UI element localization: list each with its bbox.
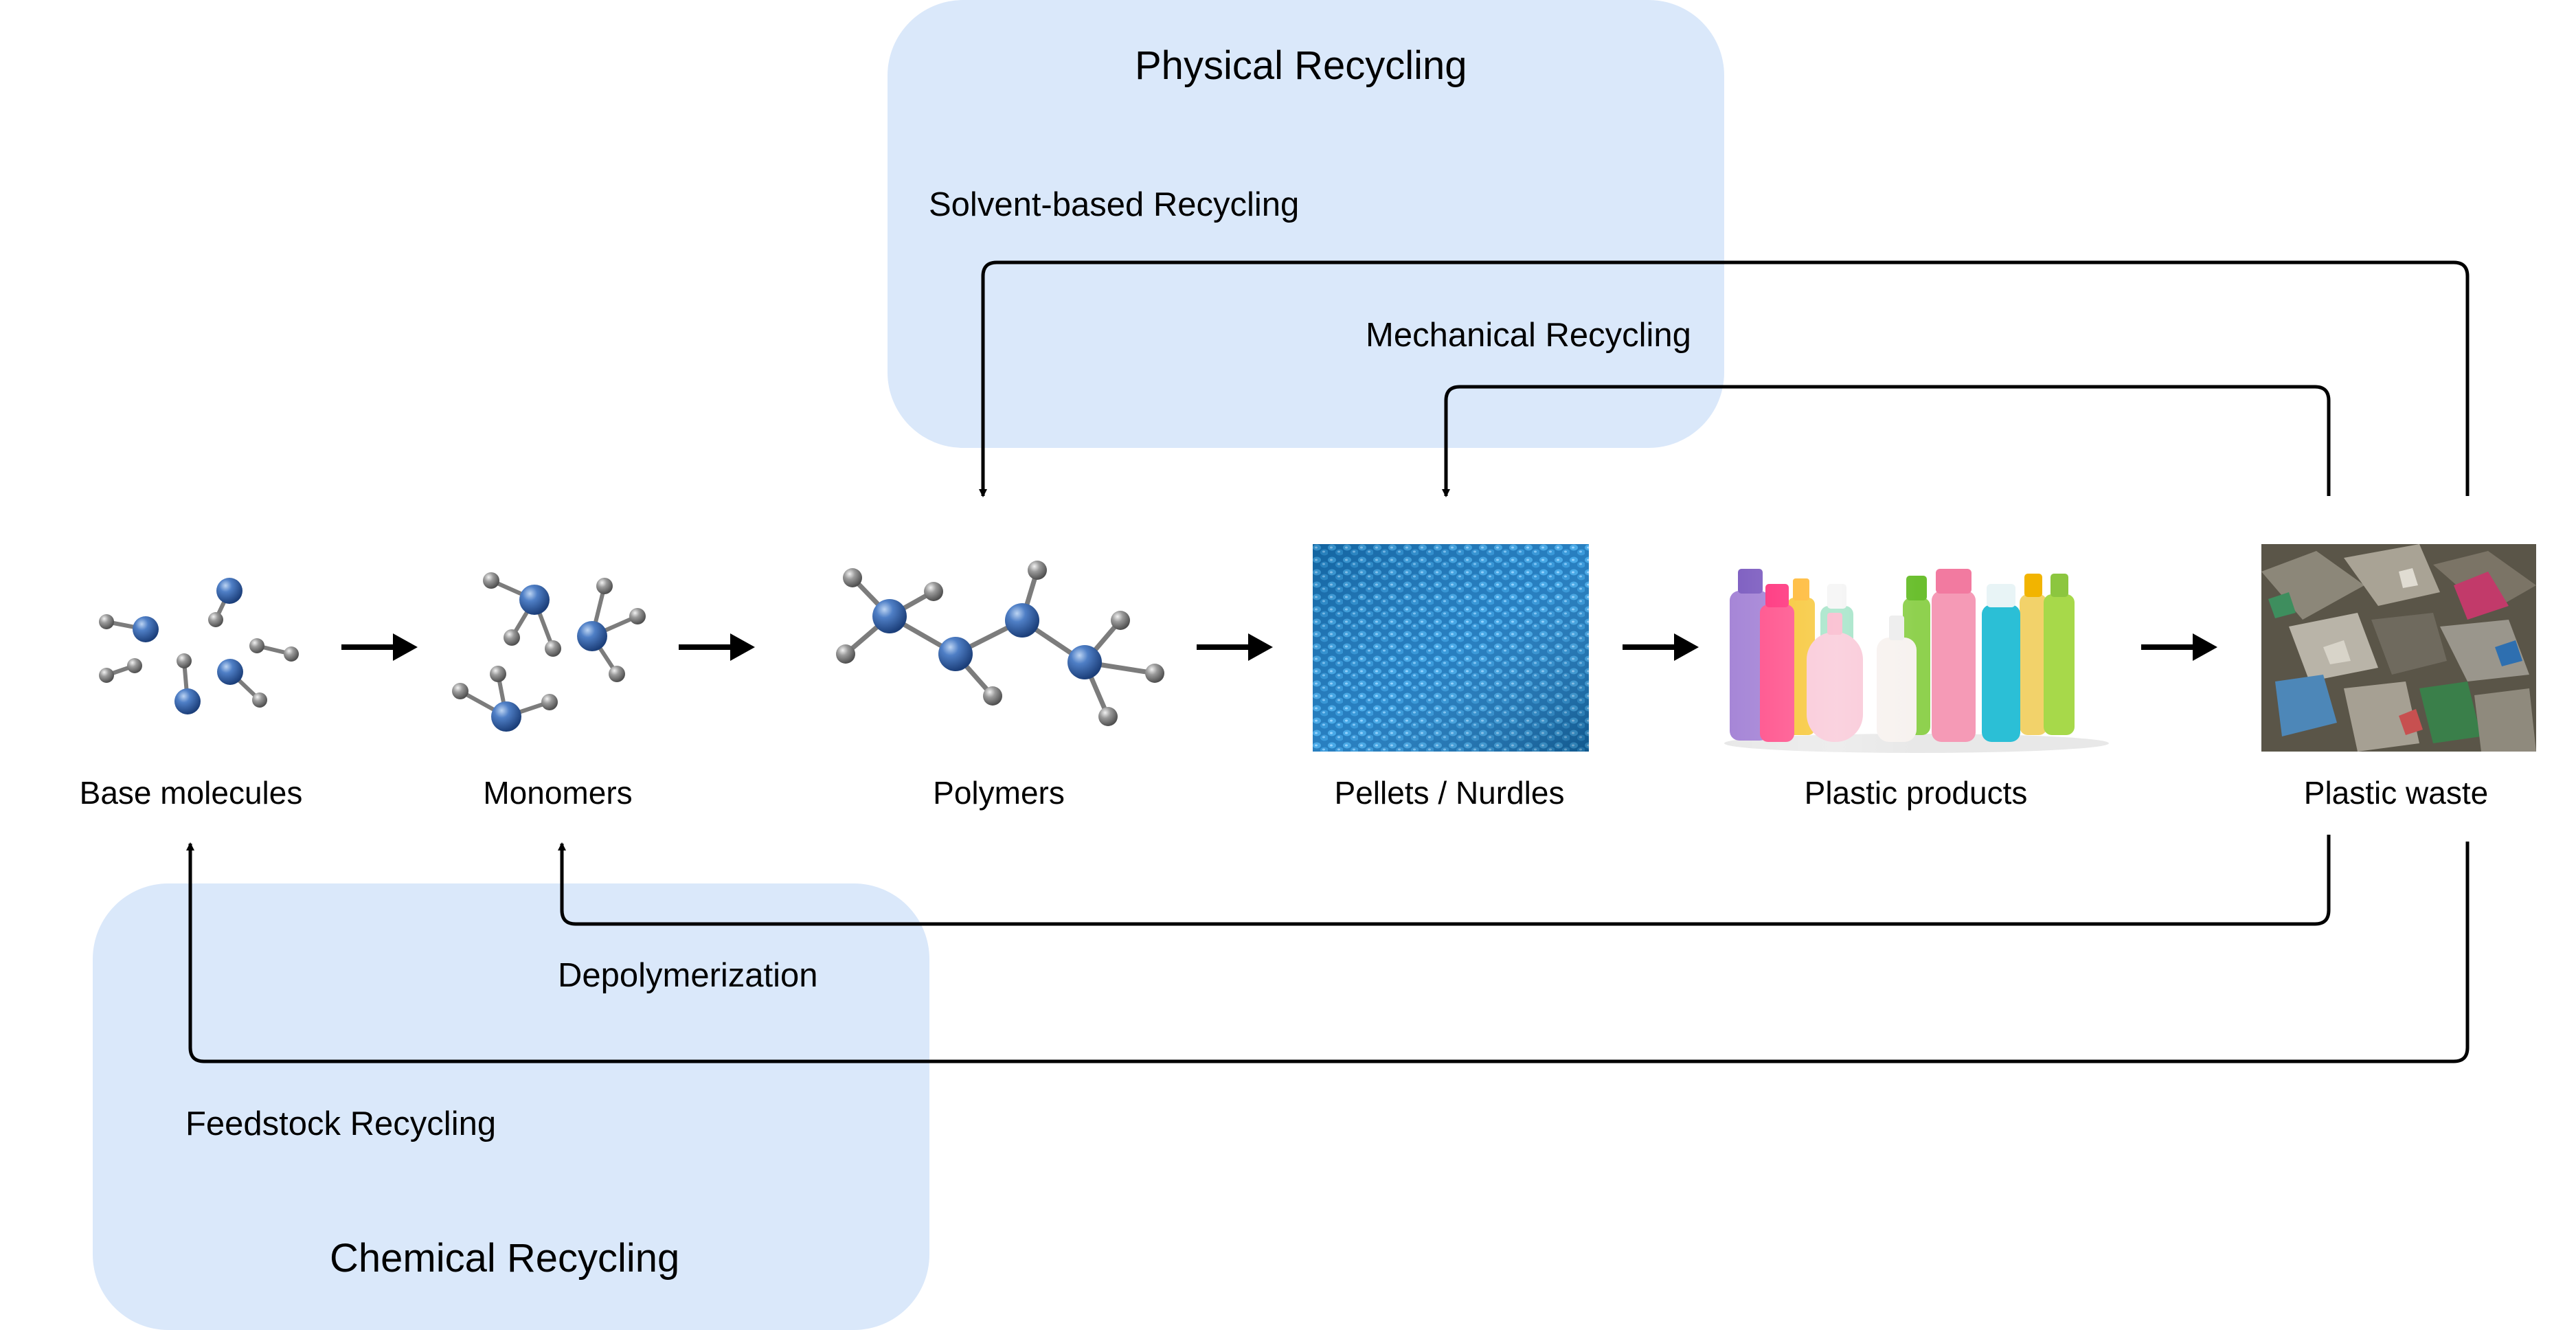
arrow-products-to-waste (2141, 633, 2217, 661)
bottles-photo (1717, 563, 2116, 756)
physical-recycling-region (888, 0, 1724, 448)
arrow-polymers-to-pellets (1197, 633, 1273, 661)
mechanical-loop-line (1442, 385, 2331, 497)
stage-label-polymers: Polymers (933, 775, 1065, 811)
stage-label-base-molecules: Base molecules (79, 775, 303, 811)
physical-recycling-title: Physical Recycling (1135, 43, 1467, 88)
forward-arrows (341, 633, 2217, 661)
mechanical-recycling-label: Mechanical Recycling (1366, 317, 1691, 354)
chemical-recycling-title: Chemical Recycling (330, 1236, 680, 1281)
stage-label-plastic-waste: Plastic waste (2303, 775, 2489, 811)
monomers-icon (452, 572, 646, 732)
depolymerization-loop-line (558, 835, 2331, 926)
solvent-based-recycling-label: Solvent-based Recycling (929, 186, 1300, 223)
arrow-monomers-to-polymers (679, 633, 755, 661)
chemical-recycling-region (93, 883, 929, 1330)
arrow-base-to-monomers (341, 633, 418, 661)
stage-label-monomers: Monomers (483, 775, 633, 811)
polymers-icon (836, 561, 1164, 726)
feedstock-recycling-label: Feedstock Recycling (185, 1105, 497, 1142)
stage-label-plastic-products: Plastic products (1804, 775, 2028, 811)
feedstock-loop-line (186, 842, 2470, 1063)
base-molecules-icon (99, 578, 299, 714)
waste-photo (2261, 544, 2536, 752)
pellets-photo (1313, 544, 1589, 752)
solvent-loop-line (979, 260, 2470, 497)
arrow-pellets-to-products (1623, 633, 1699, 661)
stage-label-pellets: Pellets / Nurdles (1334, 775, 1565, 811)
depolymerization-label: Depolymerization (558, 957, 818, 994)
